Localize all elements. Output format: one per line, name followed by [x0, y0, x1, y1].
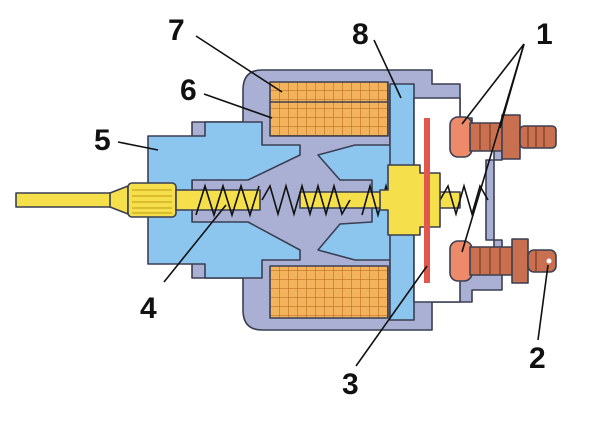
leader-3: [355, 265, 428, 367]
leader-8: [373, 39, 402, 99]
leader-1c: [461, 43, 525, 253]
upper-terminal-nut: [501, 114, 521, 160]
callout-label-7: 7: [168, 14, 185, 47]
lower-terminal-cap: [449, 240, 473, 282]
lower-terminal-stud: [527, 249, 557, 273]
lower-terminal-tip-dot: [546, 258, 552, 264]
return-spring-left: [195, 183, 260, 218]
return-spring-middle: [261, 183, 351, 217]
lower-thread-lines: [479, 247, 537, 275]
knurl-lines: [132, 189, 172, 214]
callout-label-5: 5: [94, 124, 111, 157]
upper-terminal-cap: [449, 116, 473, 158]
callout-label-3: 3: [342, 368, 359, 401]
movable-contact-block: [379, 164, 441, 236]
leader-2: [537, 264, 549, 341]
upper-thread-lines: [479, 123, 545, 151]
leader-6: [203, 93, 273, 119]
callout-label-1: 1: [536, 18, 553, 51]
contact-plate: [424, 118, 430, 283]
lower-terminal-nut: [511, 238, 529, 284]
callout-label-8: 8: [352, 18, 369, 51]
leader-7: [195, 35, 283, 93]
leader-4: [163, 204, 227, 283]
callout-label-4: 4: [140, 292, 157, 325]
leader-1a: [461, 43, 525, 125]
coil-winding-bottom: [269, 265, 389, 319]
callout-label-2: 2: [529, 342, 546, 375]
plunger-taper: [109, 185, 129, 215]
lower-terminal-bolt: [469, 246, 515, 276]
plunger-knurled-nut: [127, 182, 177, 218]
callout-label-6: 6: [180, 74, 197, 107]
fixed-core: [147, 121, 301, 279]
contact-spring: [439, 183, 489, 217]
upper-terminal-stud: [519, 125, 557, 149]
leader-5: [117, 141, 159, 151]
coil-winding-top: [269, 81, 389, 137]
leader-lines: [117, 35, 549, 367]
